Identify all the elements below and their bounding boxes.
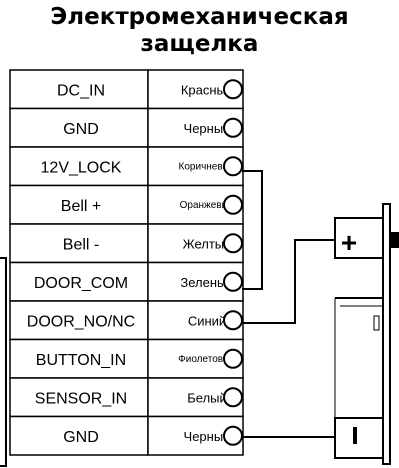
wire-color-label: Синий [188, 313, 226, 328]
terminal-label: 12V_LOCK [41, 159, 122, 176]
wire-door-no-nc-to-lock-plus [242, 239, 335, 324]
terminal-circle [223, 425, 243, 446]
terminal-cell [9, 415, 149, 456]
terminal-circle [223, 233, 243, 254]
diagram-title-line-2: защелка [140, 31, 259, 57]
terminal-label: SENSOR_IN [35, 390, 127, 407]
wire-color-label: Красный [181, 82, 233, 97]
electromechanical-latch: + [334, 203, 399, 465]
terminal-label: BUTTON_IN [36, 352, 126, 369]
terminal-circle [223, 194, 243, 215]
wire-color-label: Белый [187, 390, 227, 405]
wire-color-label: Черный [184, 121, 231, 136]
terminal-label: DOOR_COM [34, 275, 128, 292]
wire-color-label: Коричневый [179, 161, 236, 172]
terminal-label: DC_IN [57, 82, 105, 99]
terminal-cell [9, 184, 149, 225]
latch-plus-label: + [341, 227, 357, 258]
latch-bolt [390, 232, 399, 248]
latch-faceplate [382, 203, 391, 465]
wire-color-label: Зеленый [180, 275, 233, 290]
terminal-circle [223, 79, 243, 100]
terminal-circle [223, 387, 243, 408]
wire-color-label: Черный [184, 429, 231, 444]
terminal-cell [9, 338, 149, 379]
left-device-edge [0, 257, 7, 467]
terminal-label: GND [63, 429, 99, 446]
jumper-wire-12v-lock-door-com [242, 170, 263, 290]
terminal-label: GND [63, 121, 99, 138]
diagram-title-line-1: Электромеханическая [50, 4, 349, 30]
latch-minus-mark [353, 427, 357, 444]
terminal-circle [223, 348, 243, 369]
wire-color-label: Оранжевый [180, 200, 235, 211]
terminal-cell [9, 261, 149, 302]
terminal-label: Bell - [63, 236, 99, 253]
wire-color-label: Желтый [183, 236, 232, 251]
terminal-circle [223, 271, 243, 292]
terminal-circle [223, 310, 243, 331]
latch-minus-terminal-box [334, 417, 384, 459]
terminal-cell [9, 107, 149, 148]
terminal-cell [9, 377, 149, 418]
terminal-label: DOOR_NO/NC [27, 313, 135, 330]
latch-slot [373, 315, 380, 331]
terminal-label: Bell + [61, 198, 101, 215]
terminal-cell [9, 223, 149, 264]
terminal-circle [223, 117, 243, 138]
terminal-circle [223, 156, 243, 177]
wire-color-label: Фиолетовый [178, 354, 236, 365]
